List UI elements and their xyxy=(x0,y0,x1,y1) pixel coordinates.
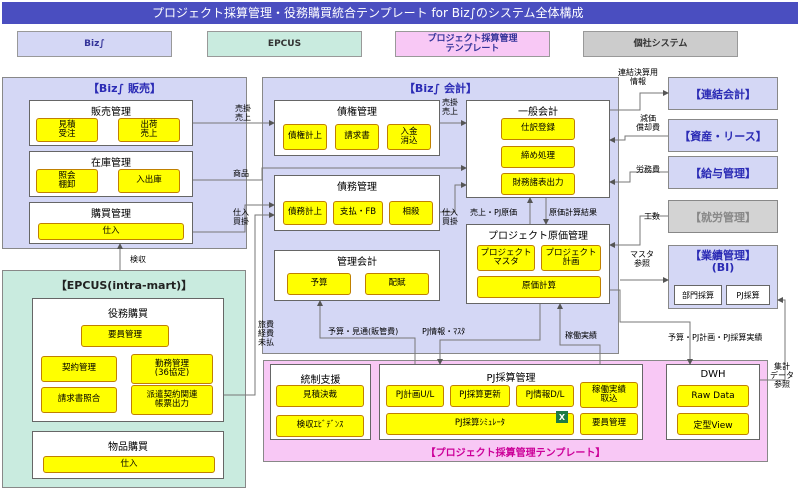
project-master-button[interactable]: プロジェクト マスタ xyxy=(477,245,535,271)
payable-mgmt-title: 債務管理 xyxy=(337,182,377,193)
assets-lease-system: 【資産・リース】 xyxy=(668,119,778,152)
pj-profit-update-button[interactable]: PJ採算更新 xyxy=(450,385,510,407)
legend-individual-system: 個社システム xyxy=(583,31,738,57)
raw-data-button[interactable]: Raw Data xyxy=(677,385,749,407)
staff-mgmt-button[interactable]: 要員管理 xyxy=(81,325,169,347)
control-support-box: 統制支援 見積決裁 検収ｴﾋﾞﾃﾞﾝｽ xyxy=(270,364,371,440)
quote-approval-button[interactable]: 見積決裁 xyxy=(276,385,364,407)
label-agg-data-ref: 集計 データ 参照 xyxy=(770,362,794,390)
goods-purchase-box: 物品購買 仕入 xyxy=(32,431,224,479)
biz-accounting-title: 【Biz∫ 会計】 xyxy=(403,82,478,95)
payment-fb-button[interactable]: 支払・FB xyxy=(333,201,383,225)
label-inspection: 検収 xyxy=(130,255,146,264)
excel-icon: X xyxy=(556,411,568,423)
purchase-mgmt-box: 購買管理 仕入 xyxy=(29,202,193,244)
label-pj-plan-actual: 予算・PJ計画・PJ採算実績 xyxy=(668,333,763,342)
services-purchase-title: 役務購買 xyxy=(108,309,148,320)
invoice-matching-button[interactable]: 請求書照合 xyxy=(41,387,117,413)
performance-bi-system: 【業績管理】 (BI) xyxy=(668,245,778,309)
shipment-sales-button[interactable]: 出荷 売上 xyxy=(118,118,180,142)
label-hours: 工数 xyxy=(644,212,660,221)
control-support-title: 統制支援 xyxy=(300,375,341,386)
dwh-title: DWH xyxy=(700,369,726,380)
purchase-mgmt-title: 購買管理 xyxy=(91,209,131,220)
payable-mgmt-box: 債務管理 債務計上 支払・FB 相殺 xyxy=(274,175,440,231)
staff-mgmt-tpl-button[interactable]: 要員管理 xyxy=(580,413,638,435)
closing-button[interactable]: 締め処理 xyxy=(501,146,575,168)
label-cost-calc-result: 原価計算結果 xyxy=(549,208,597,217)
pj-info-download-button[interactable]: PJ情報D/L xyxy=(516,385,574,407)
services-purchase-box: 役務購買 要員管理 契約管理 勤務管理 (36協定) 請求書照合 派遣契約関連 … xyxy=(32,298,224,422)
budget-button[interactable]: 予算 xyxy=(287,273,351,295)
offset-button[interactable]: 相殺 xyxy=(389,201,433,225)
goods-purchase-title: 物品購買 xyxy=(108,442,148,453)
label-sales-ar: 売掛 売上 xyxy=(235,104,251,123)
payroll-system: 【給与管理】 xyxy=(668,156,778,189)
dwh-box: DWH Raw Data 定型View xyxy=(666,364,760,440)
pj-profit-mgmt-box: PJ採算管理 PJ計画U/L PJ採算更新 PJ情報D/L 稼働実績 取込 PJ… xyxy=(379,364,643,440)
pj-profit-box: PJ採算 xyxy=(726,285,770,305)
ar-booking-button[interactable]: 債権計上 xyxy=(283,124,327,150)
label-depreciation: 減価 償却費 xyxy=(636,114,660,133)
template-footer: 【プロジェクト採算管理テンプレート】 xyxy=(425,448,606,459)
label-goods: 商品 xyxy=(233,169,249,178)
ap-booking-button[interactable]: 債務計上 xyxy=(283,201,327,225)
label-ar-sales-2: 売掛 売上 xyxy=(442,98,458,117)
goods-purchase-button[interactable]: 仕入 xyxy=(43,456,215,473)
page-title: プロジェクト採算管理・役務購買統合テンプレート for Biz∫のシステム全体構… xyxy=(2,2,798,24)
epcus-title: 【EPCUS(intra-mart)】 xyxy=(55,279,193,292)
journal-entry-button[interactable]: 仕訳登録 xyxy=(501,118,575,140)
contract-mgmt-button[interactable]: 契約管理 xyxy=(41,356,117,382)
financial-statements-button[interactable]: 財務諸表出力 xyxy=(501,173,575,195)
quote-order-button[interactable]: 見積 受注 xyxy=(36,118,98,142)
project-cost-box: プロジェクト原価管理 プロジェクト マスタ プロジェクト 計画 原価計算 xyxy=(466,224,610,304)
purchase-button[interactable]: 仕入 xyxy=(38,223,184,240)
label-master-ref: マスタ 参照 xyxy=(630,250,654,269)
actual-work-import-button[interactable]: 稼働実績 取込 xyxy=(580,382,638,408)
receivable-mgmt-box: 債権管理 債権計上 請求書 入金 消込 xyxy=(274,100,440,156)
label-labor-cost: 労務費 xyxy=(636,165,660,174)
label-budget-forecast: 予算・見通(販管費) xyxy=(328,327,399,336)
sales-mgmt-title: 販売管理 xyxy=(91,107,131,118)
consolidated-accounting-system: 【連結会計】 xyxy=(668,77,778,110)
pj-profit-simulator-button[interactable]: PJ採算ｼﾐｭﾚｰﾀ xyxy=(386,413,574,435)
allocation-button[interactable]: 配賦 xyxy=(365,273,429,295)
dispatch-contract-report-button[interactable]: 派遣契約関連 帳票出力 xyxy=(131,385,213,415)
sales-mgmt-box: 販売管理 見積 受注 出荷 売上 xyxy=(29,100,193,146)
project-plan-button[interactable]: プロジェクト 計画 xyxy=(541,245,601,271)
project-cost-title: プロジェクト原価管理 xyxy=(488,231,588,242)
performance-bi-title: 【業績管理】 (BI) xyxy=(690,249,756,275)
label-ap-purchase-2: 仕入 買掛 xyxy=(442,208,458,227)
inventory-mgmt-box: 在庫管理 照会 棚卸 入出庫 xyxy=(29,151,193,197)
dept-profit-box: 部門採算 xyxy=(674,285,722,305)
attendance-system: 【就労管理】 xyxy=(668,200,778,233)
inquiry-stocktake-button[interactable]: 照会 棚卸 xyxy=(36,169,98,193)
attendance-mgmt-button[interactable]: 勤務管理 (36協定) xyxy=(131,354,213,384)
standard-view-button[interactable]: 定型View xyxy=(677,413,749,435)
legend-epcus: EPCUS xyxy=(207,31,362,57)
pj-profit-mgmt-title: PJ採算管理 xyxy=(486,373,536,384)
label-pj-info-master: PJ情報・ﾏｽﾀ xyxy=(422,327,466,336)
inventory-mgmt-title: 在庫管理 xyxy=(91,158,131,169)
legend-biz: Biz∫ xyxy=(17,31,172,57)
pj-plan-upload-button[interactable]: PJ計画U/L xyxy=(386,385,444,407)
biz-sales-title: 【Biz∫ 販売】 xyxy=(87,82,162,95)
invoice-button[interactable]: 請求書 xyxy=(335,124,379,150)
label-sales-pj-cost: 売上・PJ原価 xyxy=(470,208,518,217)
label-travel-expense: 旅費 経費 未払 xyxy=(258,320,274,348)
general-ledger-box: 一般会計 仕訳登録 締め処理 財務諸表出力 xyxy=(466,100,610,198)
label-consolidation-info: 連結決算用 情報 xyxy=(618,68,658,87)
cost-calculation-button[interactable]: 原価計算 xyxy=(477,276,601,298)
inspection-evidence-button[interactable]: 検収ｴﾋﾞﾃﾞﾝｽ xyxy=(276,415,364,437)
label-purchase-ap: 仕入 買掛 xyxy=(233,208,249,227)
mgmt-accounting-box: 管理会計 予算 配賦 xyxy=(274,250,440,301)
receivable-mgmt-title: 債権管理 xyxy=(337,107,377,118)
label-actual-work: 稼働実績 xyxy=(565,331,597,340)
legend-template: プロジェクト採算管理 テンプレート xyxy=(395,31,550,57)
general-ledger-title: 一般会計 xyxy=(518,107,558,118)
mgmt-accounting-title: 管理会計 xyxy=(337,257,377,268)
stock-inout-button[interactable]: 入出庫 xyxy=(118,169,180,193)
payment-clearing-button[interactable]: 入金 消込 xyxy=(387,124,431,150)
